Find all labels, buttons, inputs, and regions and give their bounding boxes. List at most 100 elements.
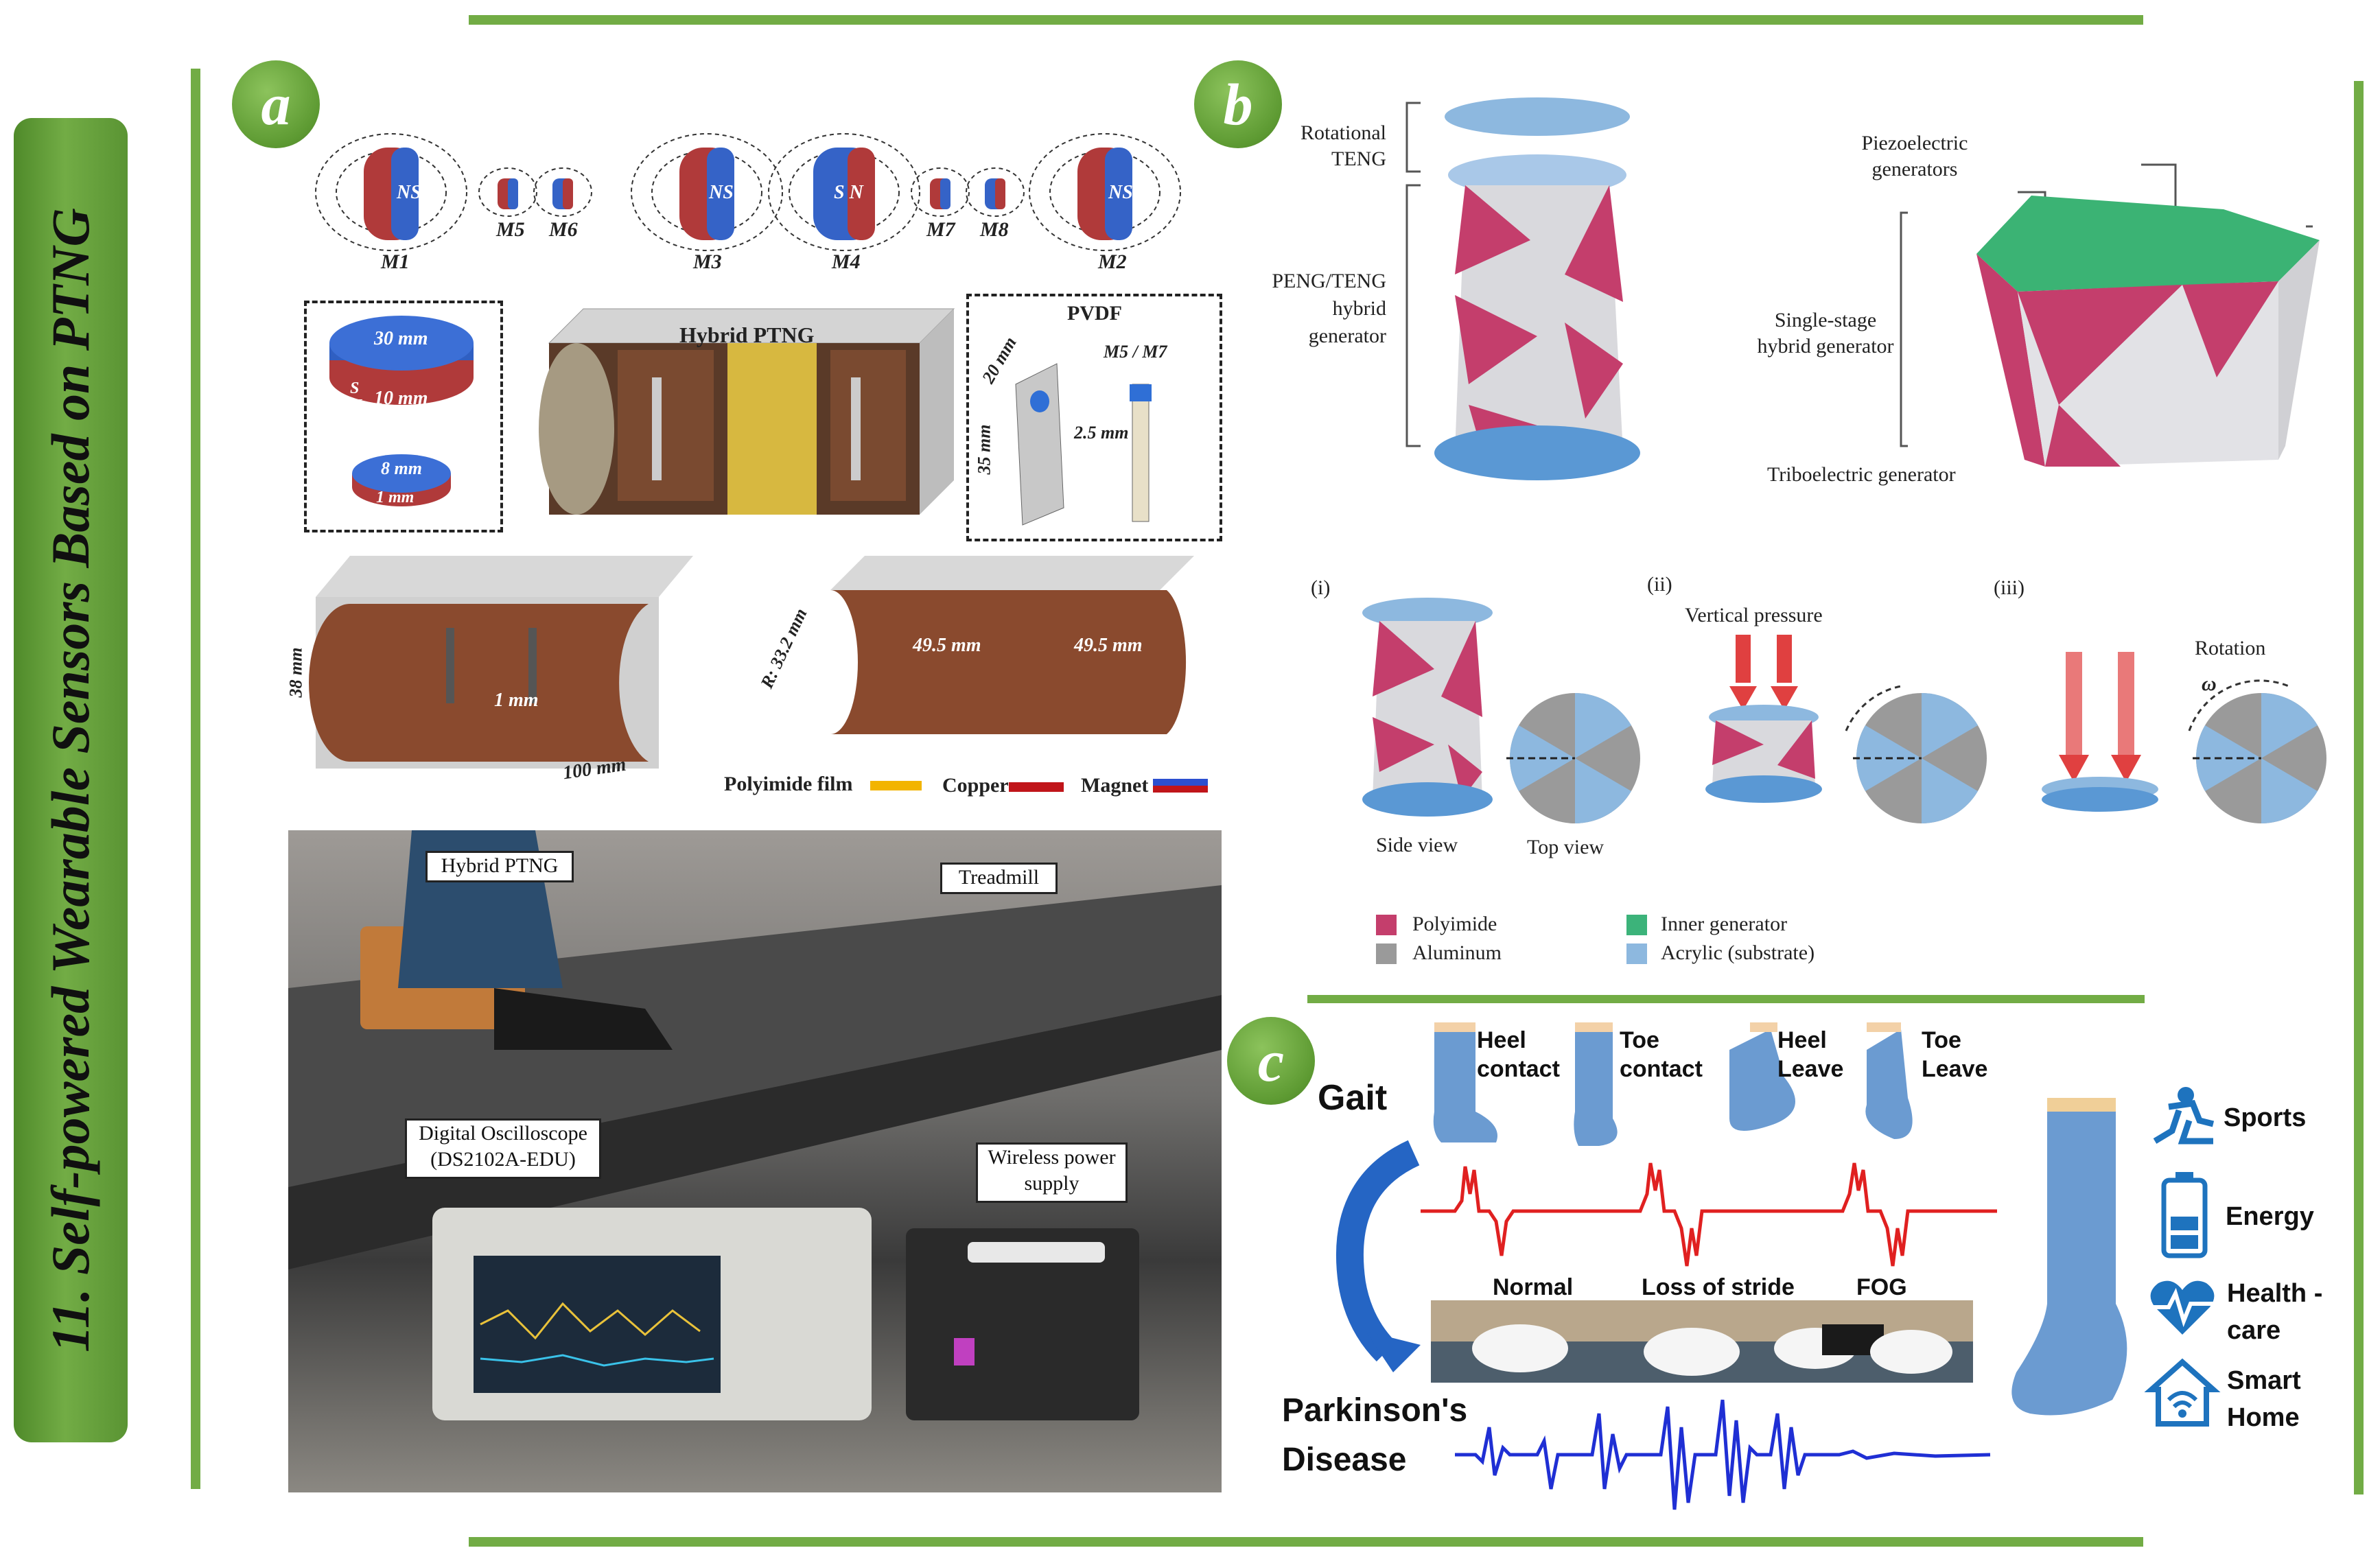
big-magnet-s: S [350,379,360,397]
legend-polyimide-swatch [870,781,922,790]
hybrid-ptng-drawing [539,308,955,515]
hex-generator [1900,163,2320,467]
label-rotational-teng: Rotational TENG [1300,121,1386,170]
small-magnet-height: 1 mm [376,489,415,506]
magnet-label-m3: M3 [693,250,722,273]
legend-b-acrylic: Acrylic (substrate) [1661,941,1815,964]
label-single-stage: Single-stage hybrid generator [1757,309,1894,357]
sensor-sock [2011,1098,2127,1416]
magnet-label-m4: M4 [832,250,861,273]
big-magnet-height: 10 mm [374,388,428,409]
legend-b-aluminum: Aluminum [1412,941,1502,964]
legend-b-polyimide-swatch [1376,915,1397,935]
half-length-left: 49.5 mm [913,635,981,656]
magnet-dimension-box [304,301,503,532]
pvdf-gap: 2.5 mm [1074,423,1129,443]
tube-left-drawing [309,556,693,769]
magnet-label-m6: M6 [549,218,578,241]
magnet-label-m8: M8 [980,218,1009,241]
panel-c-divider [1307,995,2145,1003]
top-view-disc-2 [1845,685,1987,823]
pvdf-box [966,294,1222,541]
app-sports: Sports [2224,1103,2307,1132]
phase-heel-leave: Heel Leave [1777,1027,1844,1082]
half-length-right: 49.5 mm [1074,635,1143,656]
bracket-lines-b [1405,102,1421,447]
label-vertical-pressure: Vertical pressure [1685,604,1823,626]
condition-fog: FOG [1856,1274,1907,1300]
label-triboelectric: Triboelectric generator [1767,463,1956,486]
smart-home-icon [2144,1358,2221,1427]
panel-c-badge: c [1227,1017,1315,1105]
panel-a-badge: a [232,60,320,148]
right-frame-line [2354,81,2364,1494]
label-top-view: Top view [1527,836,1605,858]
phase-toe-leave: Toe Leave [1922,1027,1988,1082]
big-magnet-n: N [350,397,362,414]
tube-gap: 1 mm [494,690,539,711]
legend-copper: Copper [942,774,1009,797]
sub-i: (i) [1311,576,1331,599]
magnet-label-m2: M2 [1098,250,1127,273]
photo-scene [288,830,1222,1420]
hybrid-ptng-title: Hybrid PTNG [679,323,815,347]
pole-label-m2: NS [1108,182,1133,203]
tube-height: 38 mm [285,647,306,698]
legend-b-inner-swatch [1626,915,1647,935]
legend-magnet-swatch [1153,779,1208,793]
heart-icon [2148,1280,2217,1335]
legend-b-acrylic-swatch [1626,943,1647,964]
pvdf-magnets: M5 / M7 [1104,342,1167,362]
label-omega: ω [2202,672,2217,695]
gait-signal [1421,1162,1997,1267]
top-divider [469,15,2143,25]
panel-b-badge: b [1194,60,1282,148]
pole-label-m1: NS [397,182,421,203]
sidebar-bar [14,118,128,1442]
condition-loss-of-stride: Loss of stride [1642,1274,1795,1300]
magnet-row [315,133,1181,251]
label-piezoelectric: Piezoelectric generators [1861,132,1968,180]
photo-label-wireless: Wireless power supply [976,1142,1128,1203]
pole-label-m3: NS [709,182,734,203]
pvdf-title: PVDF [1067,302,1122,325]
condition-normal: Normal [1493,1274,1574,1300]
label-peng-teng: PENG/TENG hybrid generator [1272,270,1386,347]
side-view-tower [1362,598,1493,817]
pressed-tower [1705,635,1822,803]
legend-b-aluminum-swatch [1376,943,1397,964]
left-frame-line [191,69,200,1489]
app-energy: Energy [2226,1202,2314,1231]
sub-iii: (iii) [1994,576,2025,599]
bottom-divider [469,1537,2143,1547]
battery-icon [2161,1172,2208,1258]
magnet-label-m7: M7 [926,218,955,241]
condition-photos [1431,1300,1973,1383]
label-side-view: Side view [1376,834,1458,856]
sub-ii: (ii) [1647,573,1672,596]
label-parkinsons: Parkinson's Disease [1282,1392,1468,1478]
photo-label-hybrid: Hybrid PTNG [425,851,574,882]
big-magnet-drawing [329,316,474,405]
tube-right-drawing [830,556,1194,734]
pvdf-film-drawing [1015,363,1152,526]
progression-arrow [1336,1140,1421,1372]
magnet-label-m1: M1 [381,250,410,273]
small-magnet-drawing [352,454,451,506]
magnet-label-m5: M5 [496,218,525,241]
legend-polyimide-film: Polyimide film [724,773,853,795]
sidebar-title: 11. Self-powered Wearable Sensors Based … [14,118,128,1442]
big-magnet-diameter: 30 mm [374,328,428,349]
gait-feet [1433,1022,1913,1146]
pvdf-height: 35 mm [974,424,994,475]
legend-b-polyimide: Polyimide [1412,913,1497,935]
app-healthcare: Health -care [2227,1279,2323,1345]
small-magnet-diameter: 8 mm [381,458,422,478]
flat-disc-arrows [2042,652,2158,812]
sports-icon [2153,1087,2215,1145]
photo-label-treadmill: Treadmill [940,863,1058,894]
sidebar-title-text: 11. Self-powered Wearable Sensors Based … [40,208,101,1352]
top-view-disc-3 [2188,679,2326,823]
photo-label-oscilloscope: Digital Oscilloscope (DS2102A-EDU) [405,1118,601,1179]
parkinson-signal [1455,1399,1991,1510]
